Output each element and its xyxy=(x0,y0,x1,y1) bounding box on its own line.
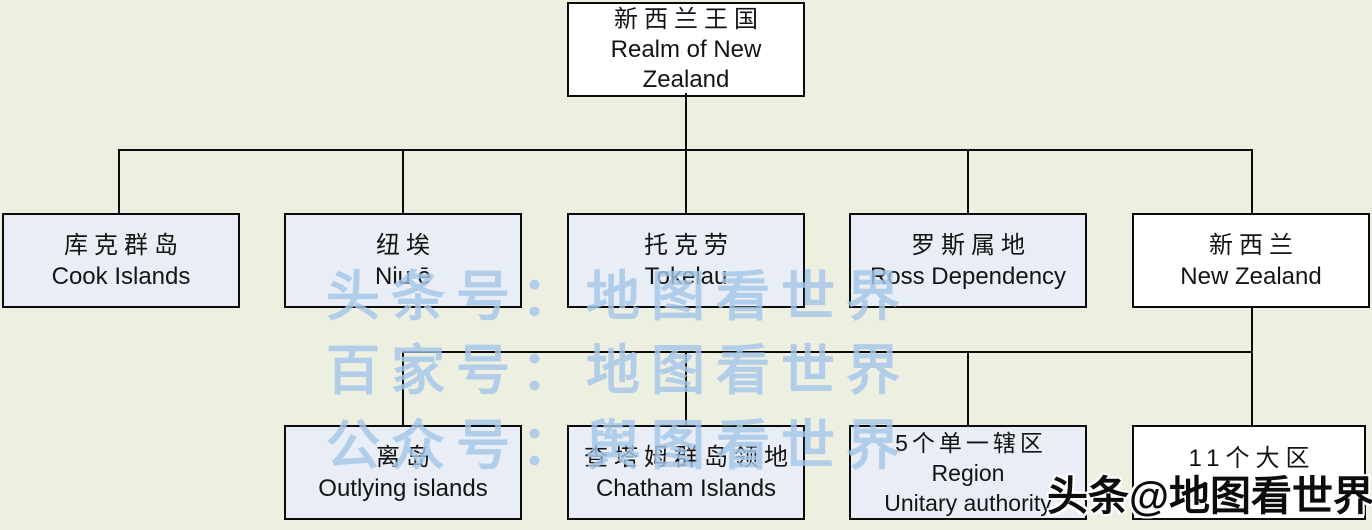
node-cook-islands: 库克群岛 Cook Islands xyxy=(2,213,240,308)
node-region-unitary-authority: 5个单一辖区 Region Unitary authority xyxy=(849,425,1087,520)
connector-drop-ross xyxy=(967,149,969,214)
node-label-cn: 库克群岛 xyxy=(64,231,184,259)
node-label-cn: 托克劳 xyxy=(644,231,734,259)
node-label-cn: 新西兰王国 xyxy=(614,6,764,33)
connector-drop-region xyxy=(967,351,969,426)
node-label-en: Outlying islands xyxy=(318,474,488,502)
connector-realm-to-tokelau xyxy=(685,93,687,214)
node-label-cn: 离岛 xyxy=(376,443,436,471)
connector-bus-top xyxy=(118,149,1253,151)
connector-drop-outlying xyxy=(402,351,404,426)
node-label-cn: 纽埃 xyxy=(376,231,436,259)
node-niue: 纽埃 Niu ē xyxy=(284,213,522,308)
node-label-en: Niu ē xyxy=(374,262,432,290)
node-realm-of-new-zealand: 新西兰王国 Realm of New Zealand xyxy=(567,2,805,97)
node-ross-dependency: 罗斯属地 Ross Dependency xyxy=(849,213,1087,308)
connector-drop-niue xyxy=(402,149,404,214)
connector-nz-to-sub xyxy=(1251,308,1253,426)
node-label-cn: 11个大区 xyxy=(1188,445,1316,472)
node-label-cn: 5个单一辖区 xyxy=(895,429,1047,456)
node-new-zealand: 新西兰 New Zealand xyxy=(1132,213,1370,308)
connector-drop-chatham xyxy=(685,351,687,426)
node-label-en: Chatham Islands xyxy=(595,474,777,502)
node-label-en: Region xyxy=(931,459,1005,486)
node-label-cn: 查塔姆群岛领地 xyxy=(584,443,794,471)
node-label-en2: Unitary authority xyxy=(884,489,1052,516)
node-tokelau: 托克劳 Tokelau xyxy=(567,213,805,308)
node-outlying-islands: 离岛 Outlying islands xyxy=(284,425,522,520)
node-label-cn: 新西兰 xyxy=(1209,231,1299,259)
node-label-en: Realm of New Zealand xyxy=(610,36,762,93)
connector-drop-nz xyxy=(1251,149,1253,214)
node-label-en: Tokelau xyxy=(644,262,728,290)
connector-bus-bottom xyxy=(402,351,1253,353)
watermark-baijia: 百家号：地图看世界 xyxy=(326,341,911,401)
node-label-cn: 罗斯属地 xyxy=(911,231,1031,259)
node-label-en: New Zealand xyxy=(1180,262,1322,290)
node-label-en: Ross Dependency xyxy=(869,262,1067,290)
connector-drop-cook xyxy=(118,149,120,214)
node-11-regions: 11个大区 xyxy=(1132,425,1366,520)
node-chatham-islands: 查塔姆群岛领地 Chatham Islands xyxy=(567,425,805,520)
node-label-en: Cook Islands xyxy=(51,262,191,290)
